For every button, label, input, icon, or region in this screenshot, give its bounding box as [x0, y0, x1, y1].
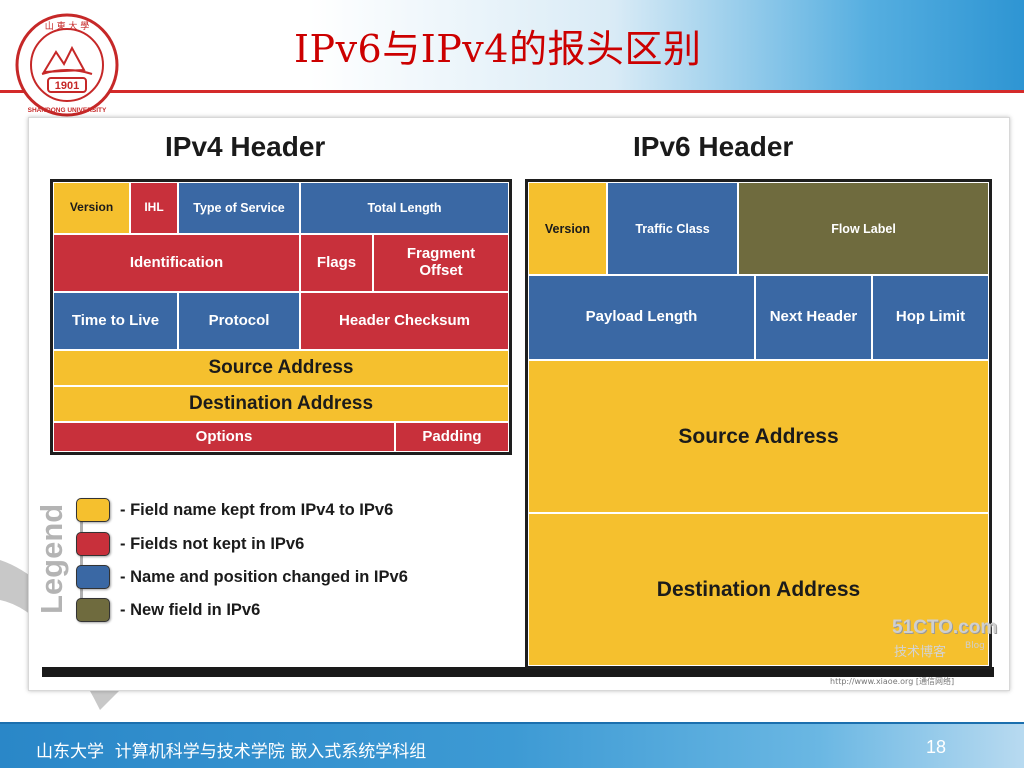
svg-text:山 東 大 學: 山 東 大 學: [45, 20, 90, 32]
legend-label-new: - New field in IPv6: [120, 600, 261, 619]
legend-swatch-kept: [76, 498, 110, 522]
ipv4-cell-ihl: IHL: [130, 182, 178, 234]
ipv4-cell-fragment-offset: Fragment Offset: [373, 234, 509, 292]
slide-title: IPv6与IPv4的报头区别: [294, 27, 702, 71]
ipv6-header-title: IPv6 Header: [633, 131, 794, 162]
slide-header-band: [0, 0, 1024, 92]
ipv4-cell-destination-address: Destination Address: [53, 386, 509, 422]
legend-item-new: - New field in IPv6: [76, 596, 260, 624]
watermark-subtitle: 技术博客: [894, 645, 947, 660]
legend-label-changed: - Name and position changed in IPv6: [120, 567, 408, 586]
watermark-51cto: 51CTO.com: [892, 617, 998, 638]
university-logo: 1901 山 東 大 學 SHANDONG UNIVERSITY: [15, 13, 119, 117]
ipv4-header-title: IPv4 Header: [165, 131, 326, 162]
footer-text: 山东大学 计算机科学与技术学院 嵌入式系统学科组: [36, 742, 427, 762]
ipv4-cell-protocol: Protocol: [178, 292, 300, 350]
ipv4-fragment-offset-label: Fragment Offset: [406, 245, 476, 279]
legend-swatch-changed: [76, 565, 110, 589]
slide-footer: 山东大学 计算机科学与技术学院 嵌入式系统学科组 18: [0, 722, 1024, 768]
ipv6-cell-traffic-class: Traffic Class: [607, 182, 738, 275]
ipv6-cell-version: Version: [528, 182, 607, 275]
ipv6-cell-source-address: Source Address: [528, 360, 989, 513]
legend-label-kept: - Field name kept from IPv4 to IPv6: [120, 500, 394, 519]
ipv4-cell-flags: Flags: [300, 234, 373, 292]
ipv4-cell-time-to-live: Time to Live: [53, 292, 178, 350]
header-divider-line: [0, 90, 1024, 93]
ipv4-cell-source-address: Source Address: [53, 350, 509, 386]
ipv4-cell-padding: Padding: [395, 422, 509, 452]
ipv4-cell-type-of-service: Type of Service: [178, 182, 300, 234]
ipv6-cell-destination-address: Destination Address: [528, 513, 989, 666]
legend-item-not-kept: - Fields not kept in IPv6: [76, 530, 304, 558]
ipv6-cell-next-header: Next Header: [755, 275, 872, 360]
ipv6-cell-payload-length: Payload Length: [528, 275, 755, 360]
svg-text:1901: 1901: [55, 80, 79, 92]
legend-label-not-kept: - Fields not kept in IPv6: [120, 534, 305, 553]
ipv4-cell-header-checksum: Header Checksum: [300, 292, 509, 350]
legend-item-changed: - Name and position changed in IPv6: [76, 563, 408, 591]
figure-bottom-bar: [42, 667, 994, 677]
ipv4-cell-identification: Identification: [53, 234, 300, 292]
legend-swatch-new: [76, 598, 110, 622]
watermark-blog: Blog: [965, 641, 985, 651]
ipv4-cell-version: Version: [53, 182, 130, 234]
ipv6-cell-flow-label: Flow Label: [738, 182, 989, 275]
ipv6-cell-hop-limit: Hop Limit: [872, 275, 989, 360]
figure-caption: http://www.xiaoe.org [通信网络]: [830, 677, 955, 686]
ipv4-cell-options: Options: [53, 422, 395, 452]
page-number: 18: [926, 737, 947, 757]
legend-title: Legend: [34, 503, 69, 614]
svg-text:SHANDONG UNIVERSITY: SHANDONG UNIVERSITY: [28, 107, 107, 114]
legend-swatch-not-kept: [76, 532, 110, 556]
ipv4-cell-total-length: Total Length: [300, 182, 509, 234]
legend-item-kept: - Field name kept from IPv4 to IPv6: [76, 496, 393, 524]
